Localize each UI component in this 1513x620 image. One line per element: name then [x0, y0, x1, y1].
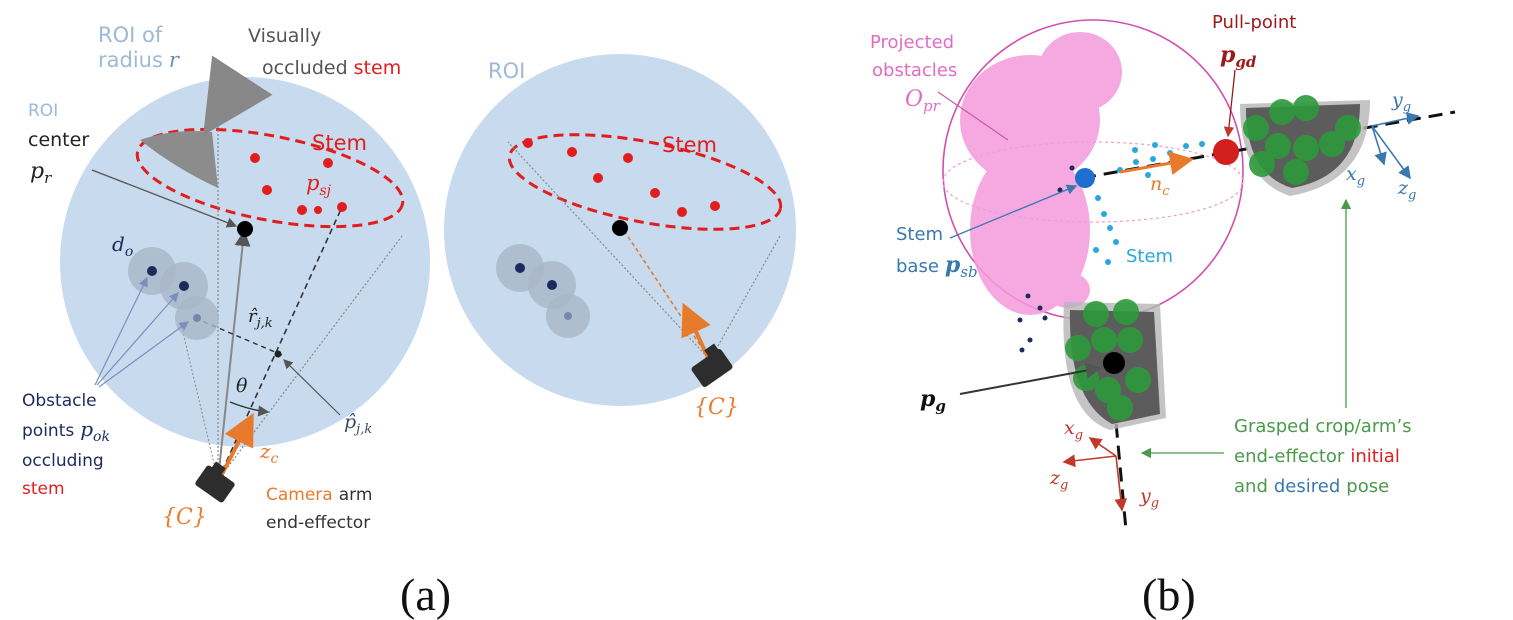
occluded-stem-wedge — [140, 131, 218, 188]
phat-pointer — [283, 359, 341, 416]
occluded-arrow — [203, 55, 273, 136]
desired-z-label: zg — [1397, 177, 1416, 203]
pg-symbol: pg — [920, 386, 946, 415]
roi2-label: ROI — [488, 59, 525, 83]
roi-center-point — [237, 221, 253, 237]
roi-center-label-2: center — [28, 129, 89, 151]
nc-arrow — [1119, 151, 1194, 175]
stem-label-b: Stem — [1126, 246, 1173, 267]
desired-y-axis — [1371, 112, 1420, 127]
initial-y-label: yg — [1139, 485, 1159, 511]
pull-point-label: Pull-point — [1212, 12, 1296, 33]
phat-point — [274, 350, 282, 358]
pull-point-symbol: pgd — [1220, 42, 1257, 71]
obstacle-points-2 — [496, 244, 590, 338]
nc-symbol: nc — [1150, 173, 1170, 199]
occluded-label-1: Visually — [248, 25, 321, 47]
initial-z-axis — [1062, 454, 1117, 468]
stem-label: Stem — [312, 131, 367, 155]
desired-x-axis — [1371, 125, 1387, 166]
obstacle-pointer-3 — [98, 321, 189, 388]
ray-3 — [179, 319, 219, 481]
roi-center-label-1: ROI — [28, 101, 58, 121]
roi-circle-left — [60, 77, 430, 447]
panel-b: Pull-point pgd Projected obstacles Opr S… — [870, 12, 1456, 531]
obstacle-label-3: occluding — [22, 451, 104, 471]
phat-symbol: p̂j,k — [344, 411, 372, 437]
stem-ellipse-2 — [507, 133, 783, 231]
stem-ellipse — [135, 127, 405, 229]
rhat-line — [194, 317, 283, 356]
camera-label-2: end-effector — [266, 513, 370, 533]
do-symbol: do — [112, 232, 133, 260]
initial-x-label: xg — [1064, 417, 1083, 443]
roi-center-pointer — [91, 169, 238, 228]
camera2-z-axis — [681, 302, 712, 363]
desired-y-label: yg — [1391, 89, 1411, 115]
stem-base-pointer — [949, 184, 1078, 239]
theta-symbol: θ — [236, 375, 248, 397]
stem-points-b — [1093, 141, 1205, 265]
obstacle-points-b — [1017, 165, 1075, 353]
camera-body — [195, 465, 235, 503]
pull-point-pointer — [1223, 69, 1236, 138]
camera-frame-label: {C} — [162, 505, 207, 530]
camera2-frame-label: {C} — [694, 395, 739, 420]
roi-radius-label-1: ROI of — [98, 23, 163, 47]
initial-x-axis — [1088, 437, 1117, 457]
pull-point — [1213, 139, 1239, 165]
theta-arc — [229, 401, 270, 417]
projected-label-2: obstacles — [872, 60, 957, 81]
grasp-label-1: Grasped crop/arm’s — [1234, 416, 1412, 437]
obstacle-pointer-2 — [96, 292, 179, 386]
projected-symbol: Opr — [905, 87, 941, 115]
desired-x-label: xg — [1346, 163, 1365, 189]
camera2-lens — [704, 343, 720, 359]
stem-points-2 — [523, 138, 720, 217]
camera-lens — [210, 461, 226, 477]
ray-2 — [217, 235, 403, 481]
rhat-symbol: r̂j,k — [248, 306, 273, 331]
zc-symbol: zc — [259, 439, 279, 467]
gripper-desired-fingers — [1243, 95, 1361, 185]
projected-pointer — [937, 91, 1009, 141]
roi-center-point-2 — [612, 220, 628, 236]
roi-center-symbol: pr — [30, 159, 52, 187]
stem-point-symbol: psj — [306, 171, 332, 199]
desired-z-axis — [1371, 125, 1411, 180]
obstacle-label-4: stem — [22, 479, 65, 499]
stem2-label: Stem — [662, 133, 717, 157]
pg-pointer — [959, 362, 1102, 395]
caption-a: (a) — [400, 569, 451, 620]
grasp-point — [1103, 352, 1125, 374]
initial-z-label: zg — [1049, 467, 1068, 493]
camera2-body — [691, 349, 733, 387]
initial-y-axis — [1114, 455, 1128, 512]
ray2-1 — [507, 141, 711, 361]
projected-label-1: Projected — [870, 32, 954, 53]
projected-obstacles — [960, 32, 1122, 315]
obstacle-pointer-1 — [94, 276, 148, 386]
stem-base-label-1: Stem — [896, 224, 943, 245]
stem-points — [250, 153, 347, 215]
workspace-equator — [942, 141, 1244, 223]
stem-base-point — [1075, 168, 1095, 188]
caption-b: (b) — [1142, 569, 1196, 620]
ray-center — [217, 230, 251, 481]
obstacle-label-1: Obstacle — [22, 391, 97, 411]
